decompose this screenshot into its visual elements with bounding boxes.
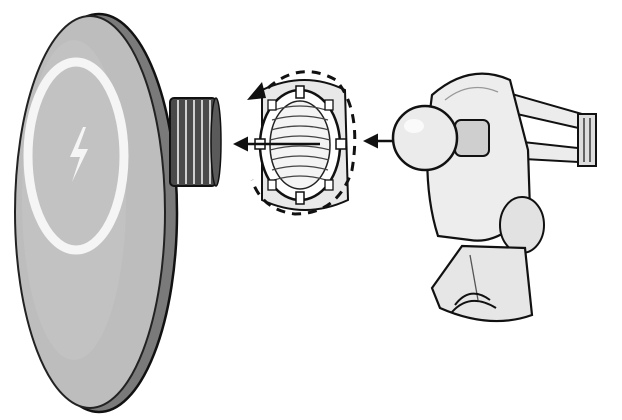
magnetic-charging-pad	[14, 12, 179, 414]
rotation-arrowhead-icon	[247, 82, 266, 100]
lightning-bolt-icon	[70, 127, 88, 182]
pad-threaded-stem	[169, 97, 222, 187]
vent-clip-mount	[391, 72, 597, 323]
magnet-ring	[23, 57, 129, 255]
ball-joint	[391, 104, 459, 172]
dashed-rotation-arrow-icon	[250, 70, 357, 216]
